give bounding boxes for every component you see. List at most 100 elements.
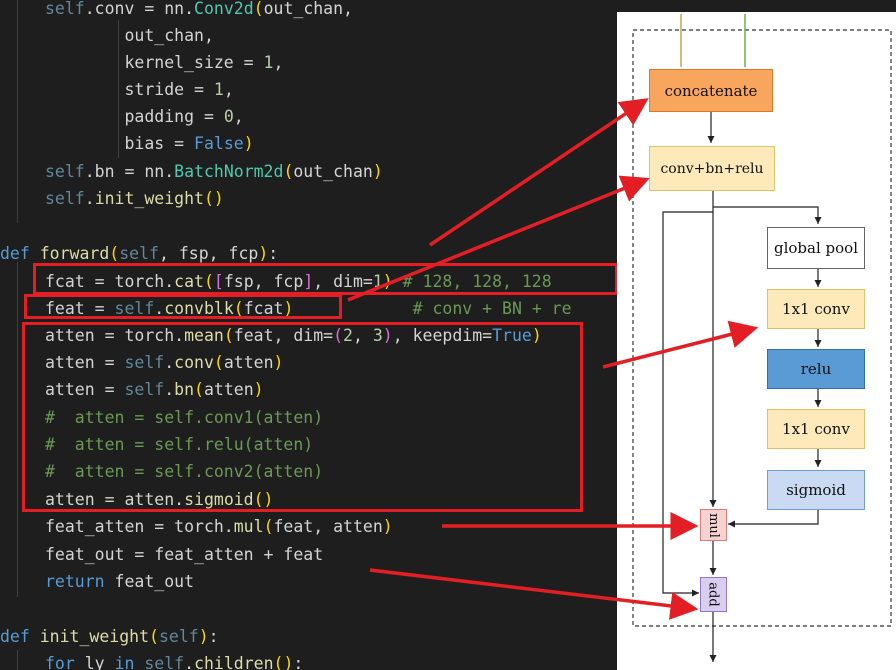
code-token: atten [223,353,274,372]
code-token: # atten = self.relu(atten) [45,435,314,454]
mul-block: mul [700,509,727,541]
code-line[interactable]: # atten = self.relu(atten) [45,431,313,458]
code-token: : [268,244,279,263]
code-line[interactable]: self.bn = nn.BatchNorm2d(out_chan) [45,158,383,185]
code-line[interactable]: # atten = self.conv2(atten) [45,458,323,485]
code-token: ) [382,326,393,345]
code-line[interactable]: atten = torch.mean(feat, dim=(2, 3), kee… [45,322,542,349]
code-line[interactable]: return feat_out [45,568,194,595]
code-token: atten = torch. [45,326,185,345]
code-line[interactable]: bias = False) [45,130,254,157]
code-line[interactable]: atten = atten.sigmoid() [45,486,274,513]
code-token: forward [39,244,110,263]
code-token: ) [382,517,393,536]
code-token: . [164,380,175,399]
code-line[interactable]: for ly in self.children(): [45,650,303,670]
code-token: ) [531,326,542,345]
code-token: 1 [263,53,274,72]
highlight-box-attention [22,322,583,512]
code-token: ) [273,353,284,372]
code-token: False [194,134,244,153]
code-token: def [0,244,40,263]
code-token: fcat = torch. [45,272,175,291]
code-token: () [203,189,224,208]
code-token: self [144,654,185,670]
code-token: .conv = nn. [84,0,195,18]
code-line[interactable]: atten = self.bn(atten) [45,376,264,403]
code-token: # atten = self.conv1(atten) [45,408,324,427]
code-token: feat_atten = torch. [45,517,234,536]
code-token: ( [213,353,224,372]
code-token: fcat [243,299,284,318]
code-token: atten = [45,353,125,372]
code-token: : [293,654,304,670]
code-token: , keepdim= [392,326,493,345]
global-pool-block: global pool [767,227,865,269]
code-token: , fsp, fcp [158,244,259,263]
code-token: atten = atten. [45,490,185,509]
code-token: : [208,627,219,646]
code-token: for [45,654,85,670]
code-token: . [164,353,175,372]
code-token: 2 [343,326,353,345]
code-token: ) [253,380,264,399]
code-token: ( [263,517,274,536]
code-token: ( [149,627,159,646]
code-token: 3 [372,326,383,345]
code-token: ly [84,654,115,670]
conv1x1-block-1: 1x1 conv [767,289,865,329]
code-token: ) [198,627,209,646]
code-line[interactable]: self.conv = nn.Conv2d(out_chan, [45,0,353,22]
code-token: def [0,627,40,646]
code-token: self [114,299,155,318]
code-token: kernel_size = [45,53,264,72]
architecture-diagram: concatenate conv+bn+relu global pool 1x1… [617,12,896,670]
code-token: ( [223,326,234,345]
code-token: feat, atten [273,517,383,536]
code-line[interactable]: # atten = self.conv1(atten) [45,404,323,431]
code-token: ) [258,244,269,263]
code-token: self [119,244,159,263]
code-token: feat_out = feat_atten + feat [45,545,324,564]
code-line[interactable]: def init_weight(self): [0,623,219,650]
code-line[interactable]: atten = self.conv(atten) [45,349,283,376]
code-token: # conv + BN + re [293,299,572,318]
code-token: , [223,80,234,99]
code-token: ) [243,134,254,153]
code-line[interactable]: padding = 0, [45,103,243,130]
code-line[interactable]: self.init_weight() [45,185,224,212]
indent-guide [17,650,18,670]
highlight-box-fcat [33,263,618,295]
code-token: ( [283,162,294,181]
add-block: add [700,577,727,612]
conv-bn-relu-block: conv+bn+relu [649,146,775,191]
code-token: feat = [45,299,115,318]
code-token: 0 [223,107,234,126]
code-token: ( [253,0,264,18]
code-token: cat [174,272,204,291]
code-line[interactable]: def forward(self, fsp, fcp): [0,240,278,267]
code-token: ) [372,162,383,181]
code-token: ( [333,326,344,345]
code-token: init_weight [94,189,204,208]
code-token: bias = [45,134,195,153]
code-token: atten [203,380,254,399]
code-token: . [84,189,95,208]
code-line[interactable]: feat = self.convblk(fcat) # conv + BN + … [45,295,572,322]
code-line[interactable]: feat_out = feat_atten + feat [45,541,323,568]
code-line[interactable]: out_chan, [45,22,213,49]
code-line[interactable]: feat_atten = torch.mul(feat, atten) [45,513,393,540]
code-token: ( [109,244,120,263]
code-token: padding = [45,107,224,126]
code-token: feat_out [114,572,195,591]
code-token: 1 [213,80,224,99]
code-token: init_weight [39,627,150,646]
code-token: convblk [164,299,234,318]
code-token: children [194,654,274,670]
code-token: self [45,162,85,181]
code-token: ( [233,299,244,318]
code-token: atten = [45,380,125,399]
code-line[interactable]: kernel_size = 1, [45,49,283,76]
code-line[interactable]: stride = 1, [45,76,234,103]
relu-block: relu [767,349,865,389]
